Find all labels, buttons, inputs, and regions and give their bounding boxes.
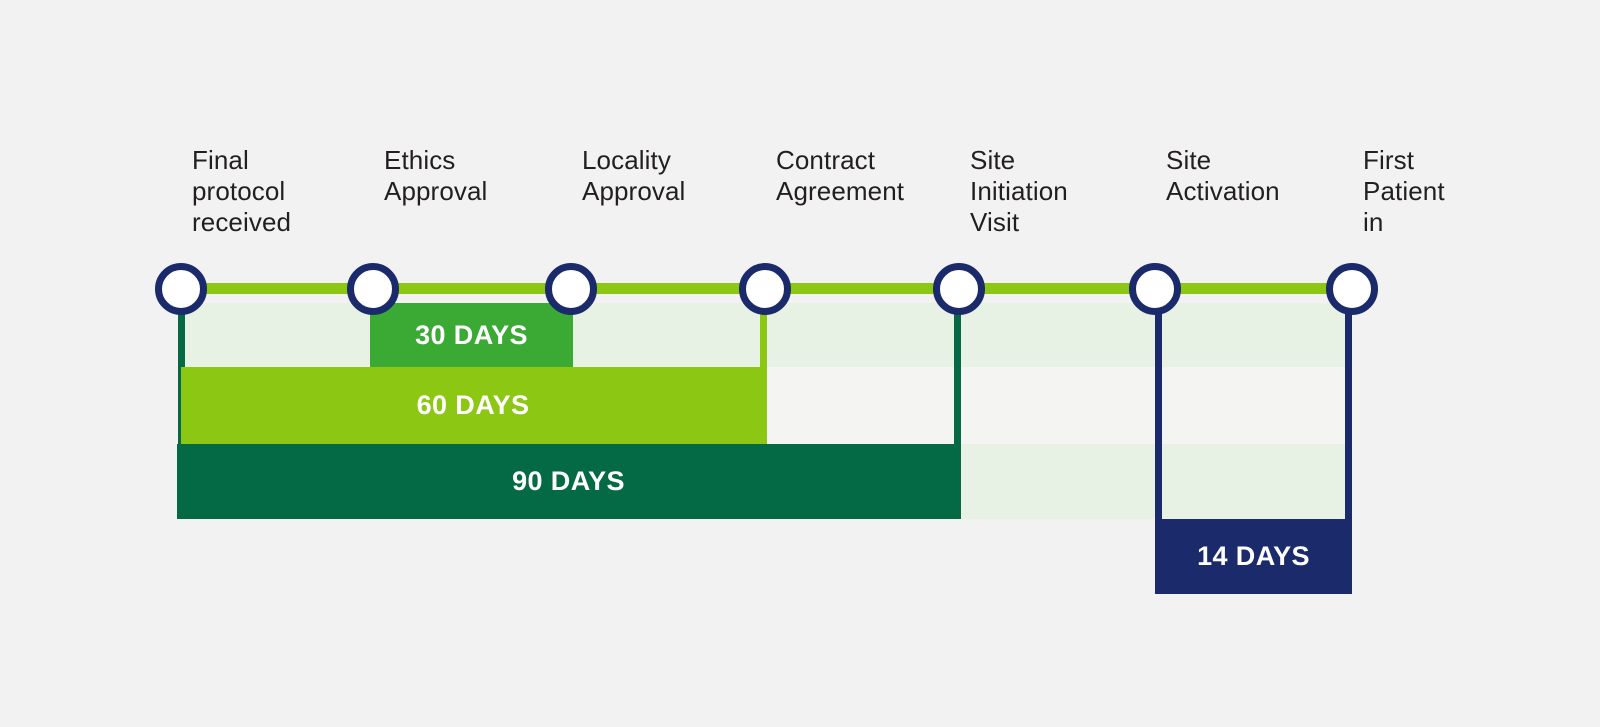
milestone-label: Site Activation [1166, 145, 1280, 206]
milestone-label: First Patient in [1363, 145, 1445, 237]
duration-bar-label: 60 DAYS [416, 390, 530, 420]
milestone-node-icon[interactable] [545, 263, 597, 315]
milestone-label: Final protocol received [192, 145, 292, 237]
milestone-node-icon[interactable] [933, 263, 985, 315]
milestone-label: Contract Agreement [776, 145, 905, 206]
connector-line-site-activation [1155, 289, 1162, 594]
milestone-node-icon[interactable] [1129, 263, 1181, 315]
connector-line-contract-agreement [760, 289, 767, 444]
milestone-node-icon[interactable] [347, 263, 399, 315]
milestone-locality-approval[interactable]: Locality Approval [545, 145, 761, 315]
connector-line-first-patient-in [1345, 289, 1352, 594]
milestone-node-icon[interactable] [155, 263, 207, 315]
duration-bar-14-days[interactable]: 14 DAYS [1155, 519, 1352, 594]
duration-bar-label: 90 DAYS [512, 466, 625, 496]
duration-bar-30-days[interactable]: 30 DAYS [370, 303, 573, 367]
milestone-final-protocol-received[interactable]: Final protocol received [155, 145, 371, 315]
milestone-first-patient-in[interactable]: First Patient in [1326, 145, 1542, 315]
duration-bar-label: 30 DAYS [415, 319, 528, 350]
duration-bar-90-days[interactable]: 90 DAYS [177, 444, 960, 519]
duration-bar-60-days[interactable]: 60 DAYS [181, 367, 765, 444]
connector-line-site-initiation-visit [954, 289, 961, 519]
milestone-label: Site Initiation Visit [970, 145, 1068, 237]
milestone-label: Locality Approval [582, 145, 686, 206]
milestone-node-icon[interactable] [739, 263, 791, 315]
milestone-site-initiation-visit[interactable]: Site Initiation Visit [933, 145, 1149, 315]
milestone-contract-agreement[interactable]: Contract Agreement [739, 145, 955, 315]
milestone-node-icon[interactable] [1326, 263, 1378, 315]
milestone-ethics-approval[interactable]: Ethics Approval [347, 145, 563, 315]
milestone-site-activation[interactable]: Site Activation [1129, 145, 1345, 315]
duration-bar-label: 14 DAYS [1197, 541, 1310, 571]
milestone-label: Ethics Approval [384, 145, 488, 206]
